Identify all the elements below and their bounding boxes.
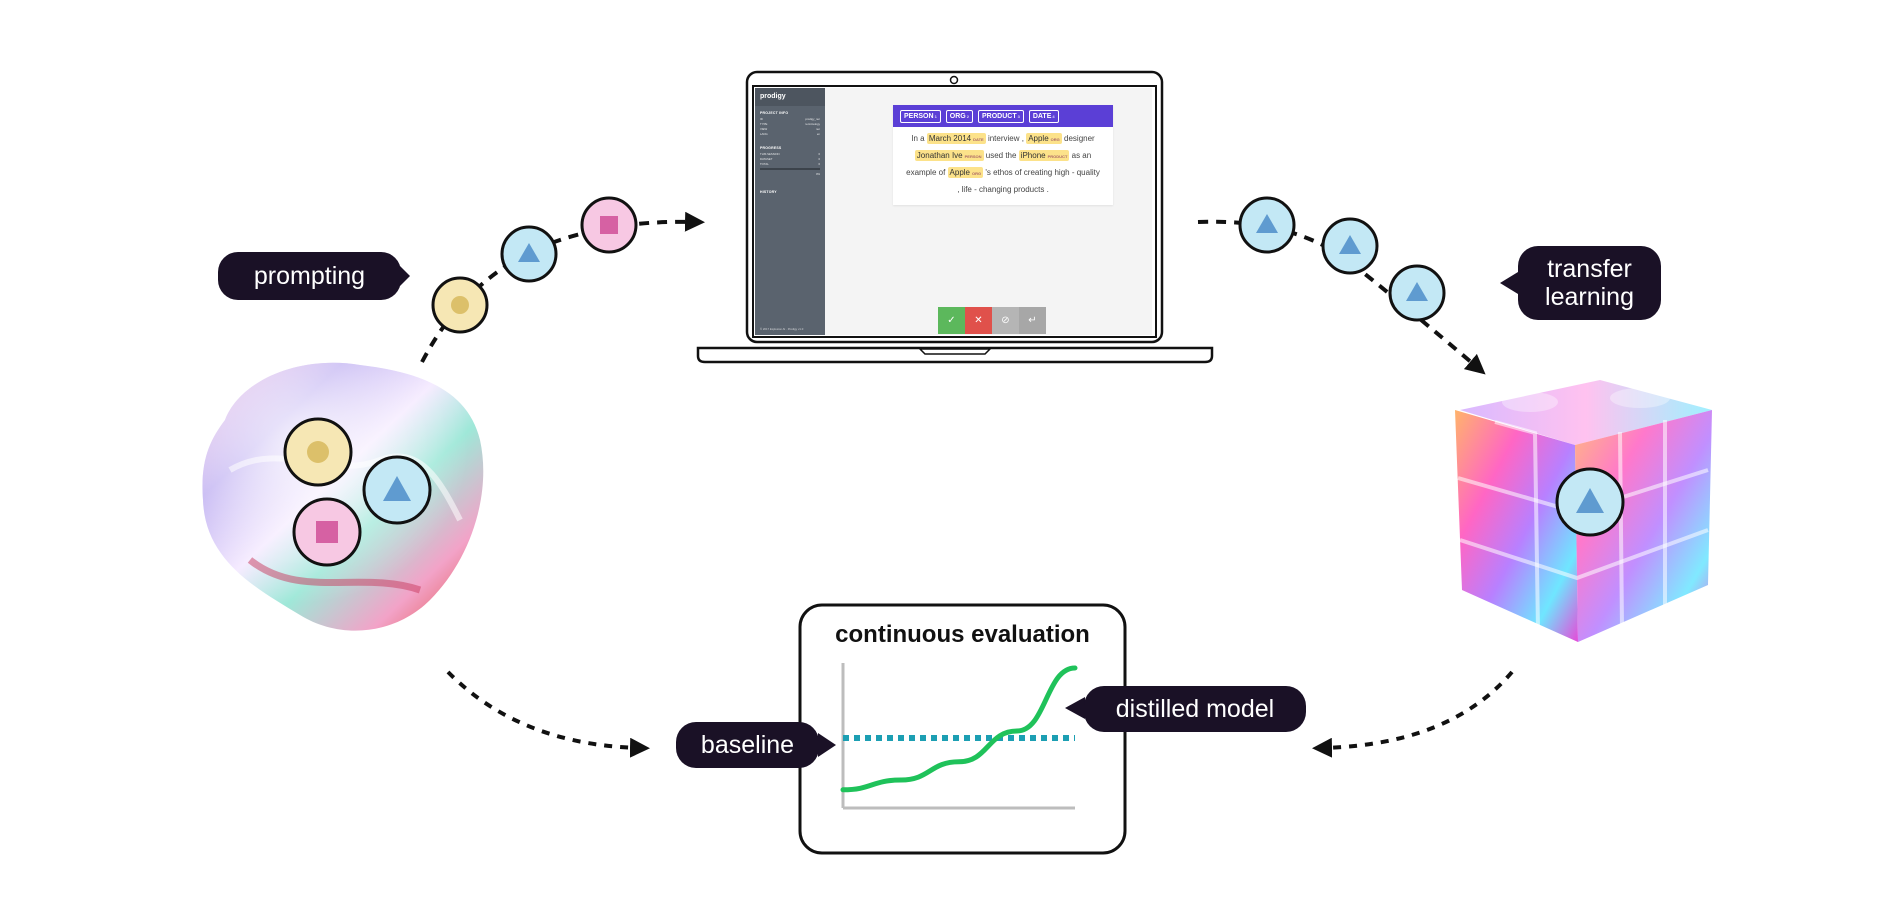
arrow-cube-to-eval bbox=[1312, 670, 1514, 758]
progress-heading: PROGRESS bbox=[760, 146, 782, 150]
label-product[interactable]: PRODUCT3 bbox=[977, 109, 1024, 123]
accept-button[interactable]: ✓ bbox=[938, 307, 965, 334]
app-brand: prodigy bbox=[755, 88, 825, 106]
progress-percent: 0% bbox=[815, 172, 820, 176]
progress-bar bbox=[760, 168, 820, 170]
baseline-bubble-tail bbox=[818, 733, 836, 757]
distilled-model-bubble-tail bbox=[1065, 697, 1085, 719]
history-heading: HISTORY bbox=[760, 190, 777, 194]
series-distilled-model-line bbox=[840, 665, 1078, 793]
token-triangle-blue-3 bbox=[1388, 264, 1446, 322]
blob-token-circle-yellow bbox=[283, 417, 353, 487]
reject-button[interactable]: ✕ bbox=[965, 307, 992, 334]
transfer-learning-label: transfer learning bbox=[1518, 246, 1661, 320]
transfer-learning-bubble-tail bbox=[1500, 272, 1518, 294]
ner-label-bar: PERSON1 ORG2 PRODUCT3 DATE4 bbox=[893, 105, 1113, 127]
ignore-button[interactable]: ⊘ bbox=[992, 307, 1019, 334]
decision-buttons: ✓ ✕ ⊘ ↵ bbox=[938, 307, 1046, 334]
annotation-card: PERSON1 ORG2 PRODUCT3 DATE4 In a March 2… bbox=[893, 105, 1113, 205]
token-square-pink bbox=[580, 196, 638, 254]
undo-button[interactable]: ↵ bbox=[1019, 307, 1046, 334]
token-triangle-blue-1 bbox=[1238, 196, 1296, 254]
evaluation-title: continuous evaluation bbox=[835, 621, 1090, 648]
evaluation-chart bbox=[840, 663, 1078, 810]
blob-token-square-pink bbox=[292, 497, 362, 567]
arrow-blob-to-eval bbox=[446, 670, 650, 758]
cube-token-triangle-blue bbox=[1555, 467, 1625, 537]
token-circle-yellow bbox=[431, 276, 489, 334]
project-info-heading: PROJECT INFO bbox=[760, 111, 789, 115]
app-footer: © 2017 Explosion AI · Prodigy v1.0 bbox=[760, 327, 804, 331]
label-org[interactable]: ORG2 bbox=[945, 109, 973, 123]
blob-token-triangle-blue bbox=[362, 455, 432, 525]
prompting-bubble-tail bbox=[400, 266, 410, 286]
distilled-model-label: distilled model bbox=[1084, 686, 1306, 732]
iridescent-cube-model bbox=[1455, 380, 1712, 642]
prompting-label: prompting bbox=[218, 252, 401, 300]
label-person[interactable]: PERSON1 bbox=[900, 109, 941, 123]
iridescent-blob-model bbox=[202, 362, 484, 631]
baseline-label: baseline bbox=[676, 722, 819, 768]
label-date[interactable]: DATE4 bbox=[1028, 109, 1059, 123]
token-triangle-blue-2 bbox=[1321, 217, 1379, 275]
token-triangle-blue bbox=[500, 225, 558, 283]
